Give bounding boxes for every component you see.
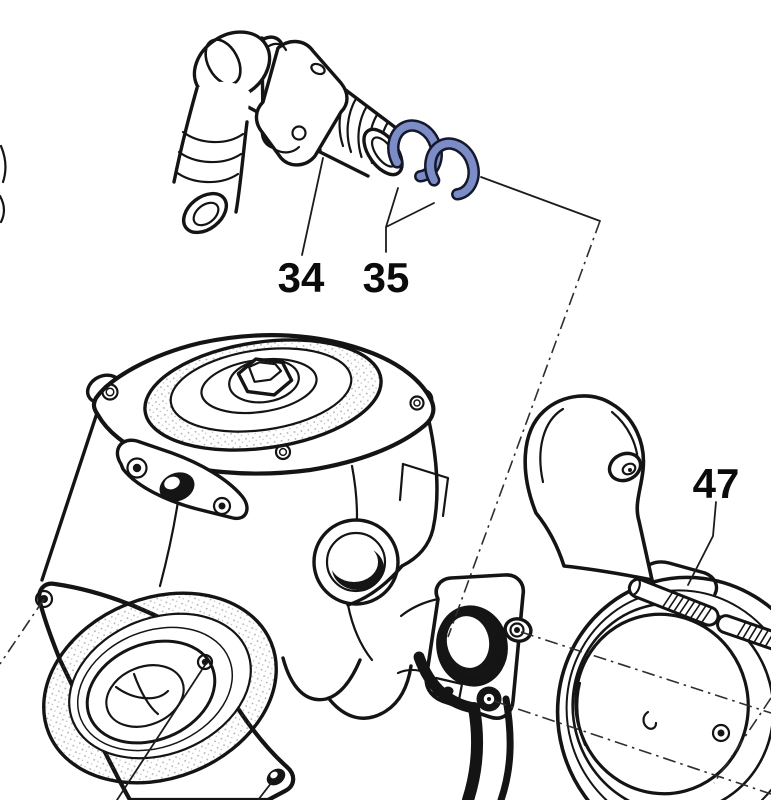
- threaded-stud-lower: [716, 614, 771, 657]
- callout-35-label: 35: [363, 254, 410, 301]
- bell-boss: [523, 394, 654, 582]
- fitting-collar: [254, 35, 349, 167]
- leader-47: [687, 501, 717, 586]
- pump-body: [34, 333, 533, 800]
- hex-plug: [236, 357, 294, 397]
- leader-bottom-center: [257, 781, 273, 800]
- fitting-hose-barb: [172, 81, 250, 235]
- leader-34: [301, 157, 324, 256]
- assembly-axis-line: [447, 220, 601, 638]
- body-porthole: [312, 518, 400, 606]
- port-hole-axis-upper: [520, 631, 771, 714]
- flange-hole-axis: [0, 598, 45, 665]
- elbow-hose-fitting: [172, 30, 404, 235]
- intake-flange: [115, 438, 249, 521]
- body-right-edge: [400, 419, 439, 568]
- fitting-port-hole: [436, 605, 508, 687]
- ring-axis-leader: [480, 176, 601, 222]
- cropped-edge-fragment: [0, 144, 7, 224]
- front-flange: [34, 581, 296, 800]
- stud-threads: [661, 592, 712, 624]
- side-port-boss: [396, 573, 533, 720]
- retaining-snap-rings: [387, 119, 480, 201]
- plate-hole-axis: [713, 697, 771, 784]
- bottom-webs: [281, 651, 514, 800]
- callout-47-label: 47: [693, 460, 740, 507]
- leader-bottom-left: [116, 664, 206, 800]
- callouts: 34 35 47: [116, 157, 740, 800]
- leader-35: [385, 187, 435, 253]
- plate-bolt-hole: [711, 723, 731, 743]
- cover-bolt-holes: [101, 383, 425, 461]
- callout-34-label: 34: [278, 254, 325, 301]
- gasket-plate: [523, 394, 771, 800]
- body-left-edge: [40, 411, 99, 582]
- port-hole-axis-lower: [493, 700, 771, 795]
- alignment-lines: [0, 176, 771, 795]
- shaft-hub-detail: [114, 685, 170, 700]
